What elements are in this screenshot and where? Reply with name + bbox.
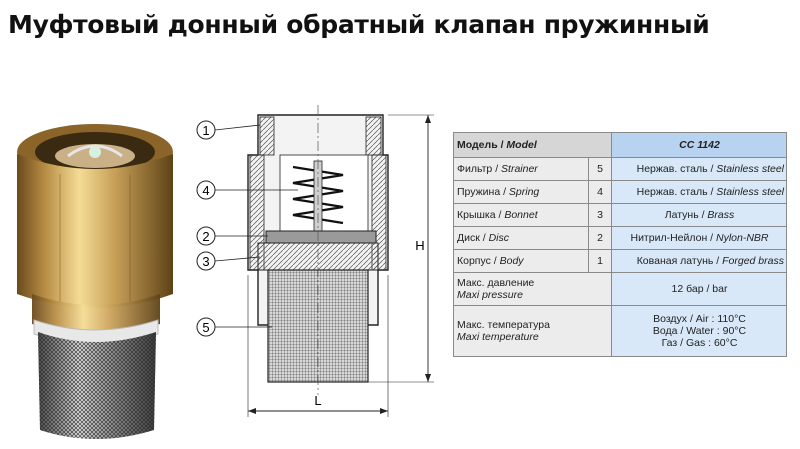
temperature-air: Воздух / Air : 110°C [653,313,746,325]
pressure-value: 12 бар / bar [611,272,787,306]
part-material: Нитрил-Нейлон / Nylon-NBR [611,226,787,250]
part-number: 3 [588,203,612,227]
temperature-gas: Газ / Gas : 60°C [661,337,738,349]
model-label: Модель / Model [453,132,612,158]
height-dimension-label: H [415,238,424,253]
part-material: Латунь / Brass [611,203,787,227]
callout-2: 2 [202,229,209,244]
length-dimension-label: L [314,393,321,408]
spec-table: Модель / Model CC 1142 Фильтр / Strainer… [453,132,787,357]
spec-row: Пружина / Spring 4 Нержав. сталь / Stain… [453,180,787,204]
part-name: Фильтр / Strainer [453,157,589,181]
temperature-values: Воздух / Air : 110°C Вода / Water : 90°C… [611,305,787,357]
part-material: Нержав. сталь / Stainless steel [611,180,787,204]
part-number: 1 [588,249,612,273]
spec-row: Фильтр / Strainer 5 Нержав. сталь / Stai… [453,157,787,181]
model-value: CC 1142 [611,132,787,158]
callout-3: 3 [202,254,209,269]
part-number: 2 [588,226,612,250]
section-drawing: H L 1 4 2 3 5 [196,105,434,417]
spec-header-row: Модель / Model CC 1142 [453,132,787,158]
callout-1: 1 [202,123,209,138]
part-name: Диск / Disc [453,226,589,250]
part-material: Нержав. сталь / Stainless steel [611,157,787,181]
part-number: 4 [588,180,612,204]
callout-5: 5 [202,320,209,335]
part-material: Кованая латунь / Forged brass [611,249,787,273]
spec-row: Диск / Disc 2 Нитрил-Нейлон / Nylon-NBR [453,226,787,250]
temperature-water: Вода / Water : 90°C [652,325,747,337]
page-title: Муфтовый донный обратный клапан пружинны… [8,10,710,39]
part-number: 5 [588,157,612,181]
part-name: Пружина / Spring [453,180,589,204]
part-name: Корпус / Body [453,249,589,273]
spec-row: Корпус / Body 1 Кованая латунь / Forged … [453,249,787,273]
callout-4: 4 [202,183,209,198]
valve-photo [17,124,173,439]
spec-row: Крышка / Bonnet 3 Латунь / Brass [453,203,787,227]
part-name: Крышка / Bonnet [453,203,589,227]
